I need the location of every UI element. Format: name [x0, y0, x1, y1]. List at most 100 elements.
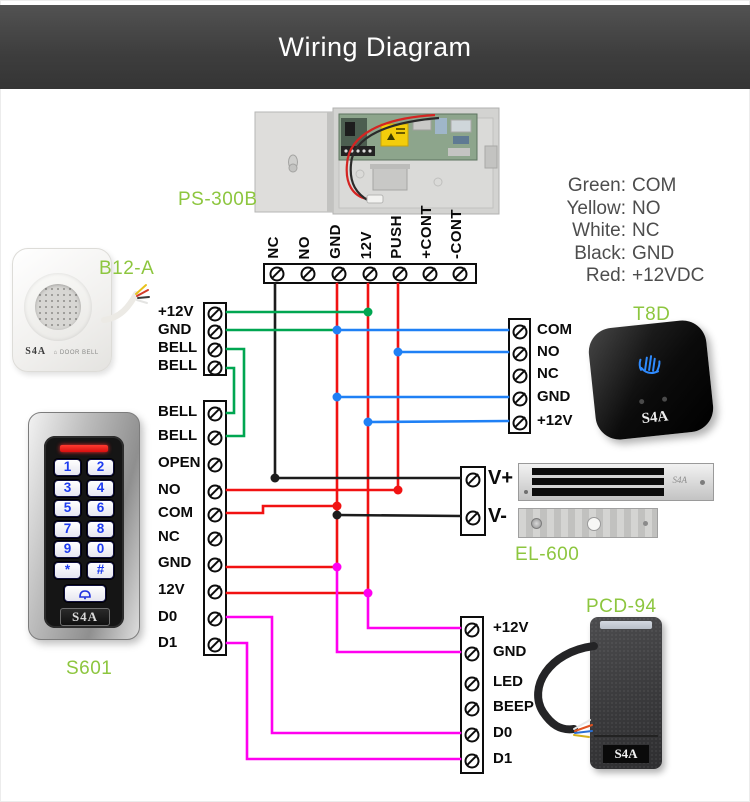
junction-dot: [332, 510, 342, 520]
screw-terminal-icon: [269, 266, 285, 281]
bell-icon: [79, 589, 91, 599]
exit-button-label: T8D: [633, 304, 671, 325]
wire-bell-bell2: [225, 366, 236, 415]
screw-terminal-icon: [207, 342, 223, 358]
legend-signal: COM: [632, 175, 677, 196]
key-2: 2: [87, 459, 114, 476]
terminal-label-pluscont: +CONT: [418, 205, 435, 259]
junction-dot: [393, 347, 403, 357]
terminal-label-12v: 12V: [358, 230, 375, 259]
junction-dot: [270, 473, 280, 483]
terminal-label: BELL: [158, 427, 198, 444]
terminal-label-nc: NC: [265, 236, 282, 259]
screw-terminal-icon: [207, 457, 223, 473]
terminal-label: 12V: [158, 581, 185, 598]
key-8: 8: [87, 520, 114, 538]
key-star: *: [54, 561, 81, 579]
exit-button-image: S4A: [586, 318, 716, 442]
key-9: 9: [54, 541, 81, 558]
key-4: 4: [87, 479, 114, 497]
wire-controller-com: [225, 504, 339, 515]
junction-dots: [270, 307, 403, 598]
door-bell-label: B12-A: [99, 258, 155, 279]
screw-terminal-icon: [300, 266, 316, 281]
legend-signal: NC: [632, 220, 660, 242]
wire-exit-12v: [366, 419, 510, 424]
screw-terminal-icon: [465, 472, 481, 488]
terminal-label: D1: [493, 750, 513, 767]
power-supply-art: [254, 107, 500, 215]
screw-terminal-icon: [464, 753, 480, 769]
terminal-label: BELL: [158, 403, 198, 420]
terminal-label: NO: [537, 343, 560, 360]
screw-terminal-icon: [512, 415, 527, 431]
screw-terminal-icon: [464, 622, 480, 638]
keypad-bell-button: [64, 585, 106, 602]
terminal-label: +12V: [158, 303, 194, 320]
terminal-label: GND: [493, 643, 527, 660]
door-bell-image: S4A ⌂ DOOR BELL: [12, 248, 112, 372]
junction-dot: [332, 392, 342, 402]
hand-icon: [638, 355, 661, 375]
exit-button-brand: S4A: [640, 408, 670, 428]
terminal-block-reader: [460, 616, 484, 774]
bell-brand: S4A: [25, 346, 47, 357]
legend-color-name: White:: [572, 220, 626, 242]
screw-terminal-icon: [331, 266, 347, 281]
screw-terminal-icon: [392, 266, 408, 281]
screw-terminal-icon: [464, 727, 480, 743]
terminal-label: +12V: [493, 619, 529, 636]
terminal-label: COM: [537, 321, 572, 338]
key-5: 5: [54, 500, 81, 517]
junction-dot: [332, 501, 342, 511]
terminal-label-vplus: V+: [488, 467, 514, 489]
wire-nc-to-vplus: [273, 282, 462, 480]
screw-terminal-icon: [207, 406, 223, 422]
terminal-label: NC: [158, 528, 180, 545]
terminal-label: BELL: [158, 339, 198, 356]
page-title: Wiring Diagram: [278, 31, 472, 62]
power-supply-image: [253, 106, 503, 218]
screw-terminal-icon: [207, 507, 223, 523]
legend-signal: NO: [632, 197, 661, 219]
bell-brand-row: S4A ⌂ DOOR BELL: [13, 341, 111, 359]
maglock-body-image: S4A: [518, 463, 714, 501]
terminal-block-exit-button: [508, 318, 531, 434]
terminal-label: +12V: [537, 412, 573, 429]
screw-terminal-icon: [207, 637, 223, 653]
screw-terminal-icon: [512, 324, 527, 340]
wire-reader-gnd: [335, 565, 462, 654]
reader-brand: S4A: [603, 745, 649, 763]
terminal-label-minuscont: -CONT: [448, 209, 465, 259]
screw-terminal-icon: [207, 430, 223, 446]
wire-bell-bell1: [225, 347, 246, 438]
terminal-label-push: PUSH: [388, 215, 405, 259]
junction-dot: [363, 307, 373, 317]
legend-color-name: Red:: [585, 265, 626, 287]
key-3: 3: [54, 479, 81, 497]
terminal-label-no: NO: [296, 235, 313, 260]
terminal-label: NC: [537, 365, 559, 382]
legend-signal: +12VDC: [632, 265, 705, 287]
terminal-label: NO: [158, 481, 181, 498]
keypad-brand: S4A: [60, 608, 110, 626]
terminal-label: BELL: [158, 357, 198, 374]
terminal-label-gnd: GND: [327, 224, 344, 259]
terminal-label: COM: [158, 504, 193, 521]
terminal-label-vminus: V-: [488, 505, 507, 527]
screw-terminal-icon: [207, 484, 223, 500]
screw-terminal-icon: [512, 391, 527, 407]
terminal-label: LED: [493, 673, 523, 690]
key-0: 0: [87, 541, 114, 558]
wire-gnd-to-vminus: [335, 513, 462, 518]
terminal-label: D1: [158, 634, 178, 651]
screw-terminal-icon: [512, 346, 527, 362]
terminal-block-bell: [203, 302, 227, 376]
maglock-brand: S4A: [672, 475, 688, 485]
power-supply-label: PS-300B: [178, 189, 258, 210]
wire-reader-12v: [366, 591, 462, 630]
legend-color-name: Black:: [574, 242, 626, 264]
terminal-label: GND: [158, 321, 192, 338]
key-6: 6: [87, 500, 114, 517]
terminal-label: GND: [537, 388, 571, 405]
